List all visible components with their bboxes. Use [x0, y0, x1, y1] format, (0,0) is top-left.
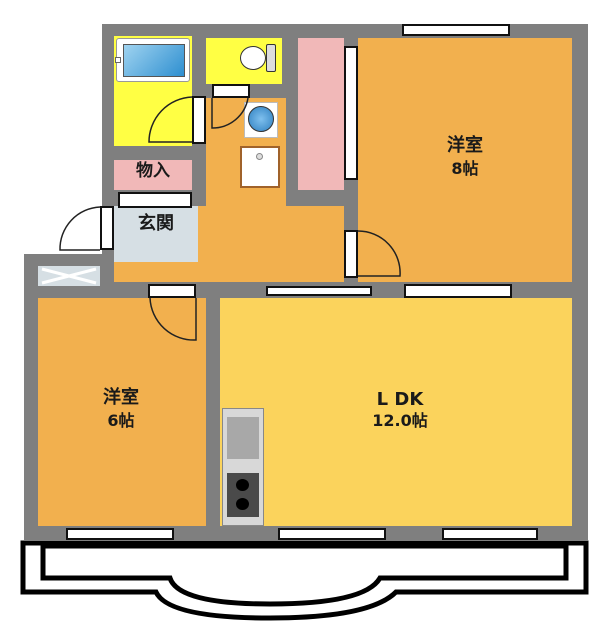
cross-icon	[41, 267, 97, 285]
meter-box	[38, 266, 100, 286]
western-room-6-size: 6帖	[107, 411, 135, 430]
western-room-8-window-top[interactable]	[402, 24, 510, 36]
western-room-8-door[interactable]	[344, 230, 358, 278]
bathtub-basin	[123, 44, 185, 77]
burner-icon	[236, 479, 249, 491]
western-room-6-window[interactable]	[66, 528, 174, 540]
basin-bowl	[248, 106, 274, 132]
western-room-8	[358, 38, 572, 282]
ldk-size: 12.0帖	[372, 411, 428, 430]
drain-icon	[256, 153, 263, 160]
bathtub	[115, 38, 190, 82]
western-room-6-door-swing	[149, 297, 197, 341]
storage-label: 物入	[136, 161, 170, 181]
kitchen-sink	[227, 417, 259, 459]
western-room-6-name: 洋室	[103, 387, 139, 408]
ldk-sliding-door-room8[interactable]	[404, 284, 512, 298]
closet-sliding-door[interactable]	[344, 46, 358, 180]
stove	[227, 473, 259, 517]
front-door[interactable]	[100, 206, 114, 250]
faucet-icon	[115, 57, 121, 63]
storage	[114, 160, 192, 190]
wash-basin-icon	[244, 102, 278, 138]
toilet-icon	[240, 46, 266, 70]
ldk-name: L DK	[376, 389, 424, 410]
kitchen-counter	[222, 408, 264, 526]
toilet-tank-icon	[266, 44, 276, 72]
burner-icon	[236, 498, 249, 510]
toilet-door[interactable]	[212, 84, 250, 98]
shoe-cabinet-doors[interactable]	[118, 192, 192, 208]
hallway-mid	[206, 190, 260, 210]
entrance-label: 玄関	[138, 213, 174, 234]
western-room-6-door[interactable]	[148, 284, 196, 298]
washing-machine-pan	[240, 146, 280, 188]
toilet-door-swing	[211, 97, 249, 129]
bathroom-door[interactable]	[192, 96, 206, 144]
closet	[298, 38, 344, 190]
front-door-swing	[59, 206, 101, 251]
ldk-window-right[interactable]	[442, 528, 538, 540]
western-room-6	[38, 298, 206, 526]
western-room-8-name: 洋室	[447, 135, 483, 156]
western-room-8-size: 8帖	[451, 159, 479, 178]
ldk-sliding-door-hall[interactable]	[266, 286, 372, 296]
bathroom-door-swing	[148, 96, 193, 143]
ldk	[220, 298, 572, 526]
ldk-window-left[interactable]	[278, 528, 386, 540]
entrance	[114, 206, 198, 262]
western-room-8-door-swing	[357, 230, 401, 277]
